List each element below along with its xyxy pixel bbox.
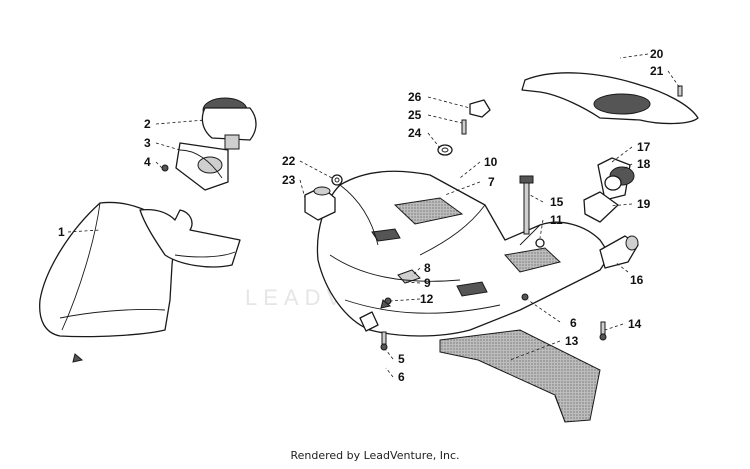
callout-labels: 1 2 3 4 22 23 26 25 24 10 7 15 11 8 9 12… <box>58 47 664 384</box>
callout-7: 7 <box>488 175 495 189</box>
part-gauge <box>201 97 257 150</box>
part-cover-20 <box>521 72 699 125</box>
callout-3: 3 <box>144 136 151 150</box>
part-console <box>316 170 611 337</box>
callout-2: 2 <box>144 117 151 131</box>
part-windshield <box>39 201 241 338</box>
callout-24: 24 <box>408 126 422 140</box>
callout-20: 20 <box>650 47 664 61</box>
part-nut-22 <box>331 174 343 186</box>
part-bolt-5 <box>380 331 388 351</box>
part-bolt-15 <box>519 175 534 235</box>
callout-1: 1 <box>58 225 65 239</box>
callout-16: 16 <box>630 273 644 287</box>
part-screw-21 <box>677 85 683 97</box>
callout-12: 12 <box>420 292 434 306</box>
callout-17: 17 <box>637 140 651 154</box>
render-credit: Rendered by LeadVenture, Inc. <box>290 449 460 462</box>
marker-arrow-2 <box>380 299 392 309</box>
callout-26: 26 <box>408 90 422 104</box>
callout-6-bottom: 6 <box>398 370 405 384</box>
callout-25: 25 <box>408 108 422 122</box>
callout-9: 9 <box>424 276 431 290</box>
callout-14: 14 <box>628 317 642 331</box>
callout-8: 8 <box>424 261 431 275</box>
callout-6-console: 6 <box>570 316 577 330</box>
callout-22: 22 <box>282 154 296 168</box>
callout-5: 5 <box>398 352 405 366</box>
marker-arrow-1 <box>72 353 84 363</box>
part-switch-16 <box>599 235 639 269</box>
callout-4: 4 <box>144 155 151 169</box>
part-gauge-bezel <box>175 142 229 191</box>
part-screw-4 <box>161 164 169 172</box>
part-switch-23 <box>304 186 336 221</box>
part-bracket-19 <box>583 191 619 223</box>
callout-23: 23 <box>282 173 296 187</box>
part-cap-18 <box>604 166 635 191</box>
part-knob-26 <box>469 99 491 118</box>
callout-10: 10 <box>484 155 498 169</box>
callout-18: 18 <box>637 157 651 171</box>
callout-13: 13 <box>565 334 579 348</box>
callout-15: 15 <box>550 195 564 209</box>
part-washer-24 <box>437 144 453 156</box>
callout-19: 19 <box>637 197 651 211</box>
part-screw-14 <box>599 321 607 341</box>
part-mat <box>439 329 601 423</box>
callout-11: 11 <box>550 213 563 227</box>
part-screw-25 <box>461 119 467 135</box>
callout-21: 21 <box>650 64 664 78</box>
leader-lines <box>67 53 681 378</box>
